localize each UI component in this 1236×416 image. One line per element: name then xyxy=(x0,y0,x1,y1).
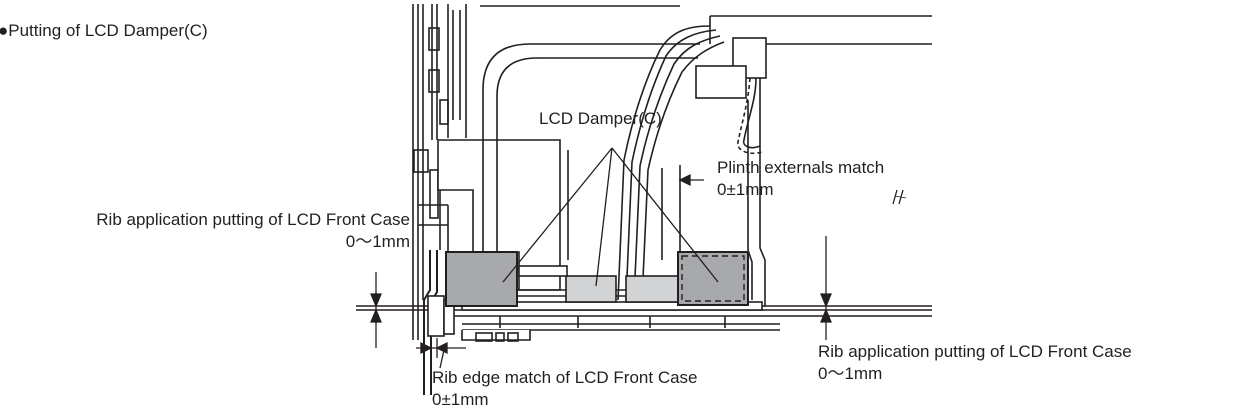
left-chassis xyxy=(412,4,467,395)
damper-leaders xyxy=(502,147,719,287)
top-frame xyxy=(480,5,932,44)
rib-edge-tolerance: 0±1mm xyxy=(432,390,489,409)
rib-right-label: Rib application putting of LCD Front Cas… xyxy=(818,342,1132,361)
rib-edge-label: Rib edge match of LCD Front Case xyxy=(432,368,698,387)
right-frame xyxy=(745,43,932,307)
rib-left-label: Rib application putting of LCD Front Cas… xyxy=(96,210,410,229)
rib-left-tolerance: 0～1mm xyxy=(345,232,410,251)
rib-right-tolerance: 0～1mm xyxy=(818,364,883,383)
light-blocks xyxy=(518,265,679,303)
plinth-dimension xyxy=(678,173,704,187)
damper-left xyxy=(445,251,518,307)
connector-cables xyxy=(617,25,767,301)
inner-outline xyxy=(482,43,700,300)
plinth-tolerance: 0±1mm xyxy=(717,180,774,199)
diagram-heading: ●Putting of LCD Damper(C) xyxy=(0,21,208,40)
left-vertical-dimension xyxy=(370,272,382,348)
rib-edge-dimension xyxy=(416,338,466,369)
damper-right xyxy=(677,251,749,306)
upper-bracket xyxy=(437,139,561,291)
damper-label: LCD Damper(C) xyxy=(539,109,662,128)
right-vertical-dimension xyxy=(820,236,832,340)
plinth-label: Plinth externals match xyxy=(717,158,885,177)
